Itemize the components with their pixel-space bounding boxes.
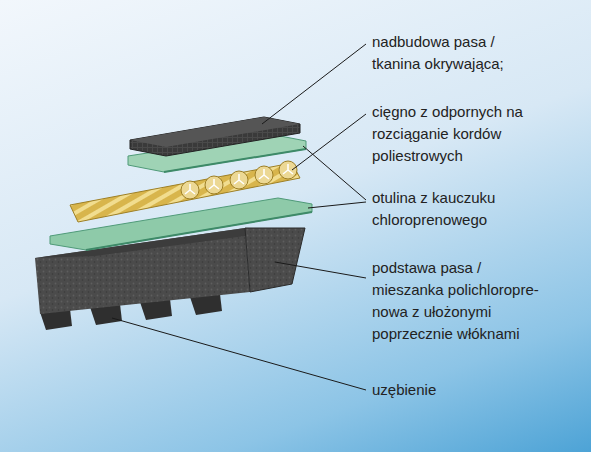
top-cover (130, 117, 300, 156)
cover-top (130, 117, 300, 147)
leader-line (308, 202, 366, 208)
part-label: uzębienie (372, 379, 532, 401)
cord-layer (70, 161, 300, 222)
cord-twist (185, 164, 293, 194)
leader-line (303, 146, 366, 200)
cover-band (130, 117, 300, 156)
cord-band (70, 163, 300, 222)
base-end (245, 228, 305, 292)
leader-line (262, 44, 366, 124)
part-label: nadbudowa pasa / tkanina okrywająca; (372, 31, 520, 75)
leader-lines (112, 44, 366, 390)
part-label: otulina z kauczuku chloroprenowego (372, 187, 532, 231)
part-label: podstawa pasa / mieszanka polichloropre-… (372, 257, 544, 345)
leader-line (292, 114, 366, 170)
part-label: cięgno z odpornych na rozciąganie kordów… (372, 101, 524, 167)
wrap-edge (86, 212, 312, 250)
leader-line (275, 262, 366, 278)
leader-line (112, 318, 366, 390)
